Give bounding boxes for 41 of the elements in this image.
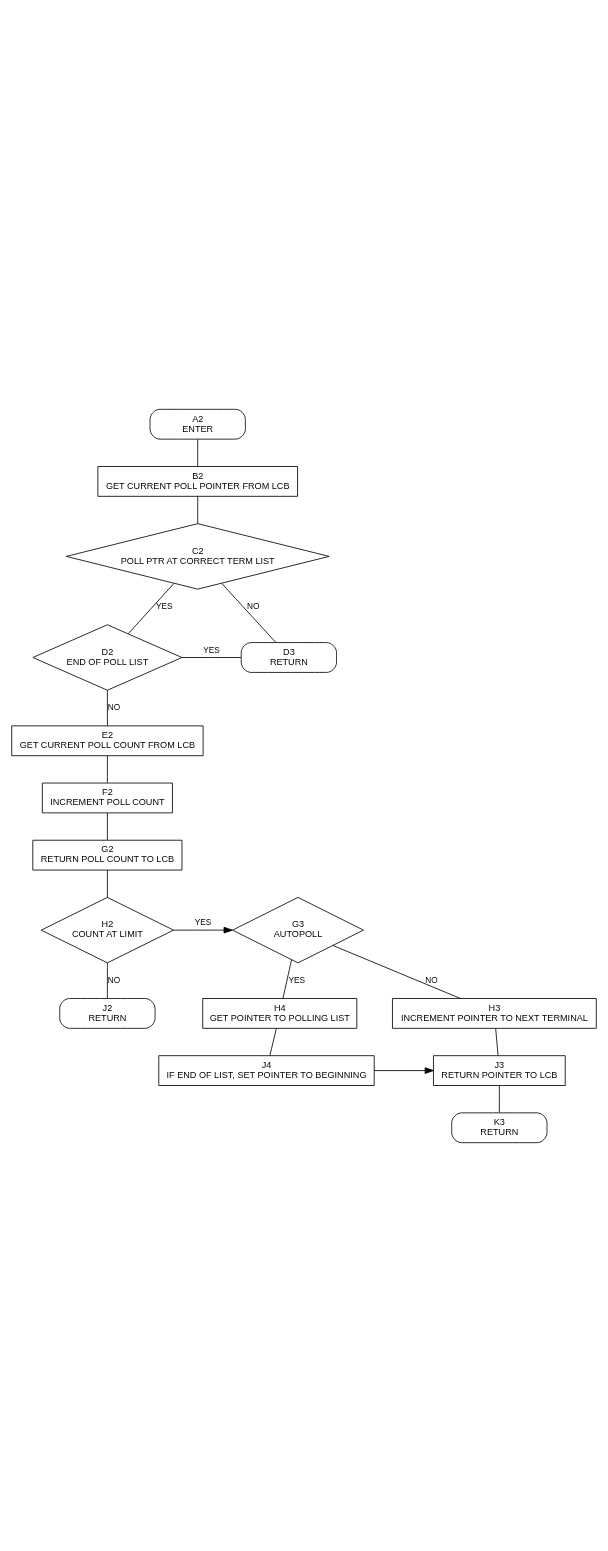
node-box: E2 GET CURRENT POLL COUNT FROM LCB bbox=[11, 724, 204, 756]
node-diamond: G3 AUTOPOLL bbox=[232, 896, 364, 963]
node-box: J2 RETURN bbox=[59, 997, 156, 1029]
node-diamond: H2 COUNT AT LIMIT bbox=[40, 896, 174, 963]
node-diamond: C2 POLL PTR AT CORRECT TERM LIST bbox=[65, 522, 330, 590]
connector bbox=[495, 1027, 499, 1056]
connector bbox=[107, 962, 108, 999]
node-box: A2 ENTER bbox=[149, 408, 246, 440]
connector bbox=[282, 958, 292, 999]
arrow bbox=[373, 1066, 434, 1074]
connector bbox=[221, 582, 277, 643]
connector bbox=[498, 1084, 500, 1113]
connector bbox=[332, 944, 461, 999]
node-box: G2 RETURN POLL COUNT TO LCB bbox=[32, 839, 183, 870]
edge-label: YES bbox=[288, 975, 306, 985]
edge-label: NO bbox=[247, 601, 260, 611]
edge-label: YES bbox=[155, 601, 173, 611]
node-box: K3 RETURN bbox=[451, 1111, 548, 1143]
node-box: B2 GET CURRENT POLL POINTER FROM LCB bbox=[97, 465, 298, 497]
node-box: J3 RETURN POINTER TO LCB bbox=[433, 1054, 566, 1086]
edge-label: NO bbox=[425, 975, 438, 985]
node-diamond: D2 END OF POLL LIST bbox=[32, 623, 183, 691]
edge-label: NO bbox=[107, 975, 121, 985]
node-box: F2 INCREMENT POLL COUNT bbox=[41, 782, 173, 813]
edge-label: NO bbox=[107, 702, 121, 712]
node-box: J4 IF END OF LIST, SET POINTER TO BEGINNING bbox=[158, 1054, 375, 1086]
arrow bbox=[173, 926, 233, 933]
node-box: H3 INCREMENT POINTER TO NEXT TERMINAL bbox=[392, 997, 597, 1029]
edge-label: YES bbox=[194, 917, 212, 927]
connector bbox=[197, 495, 199, 524]
connector bbox=[107, 689, 108, 726]
connector bbox=[197, 438, 199, 467]
edge-label: YES bbox=[203, 645, 220, 655]
connector bbox=[107, 869, 108, 898]
connector bbox=[107, 812, 108, 840]
connector bbox=[127, 582, 175, 634]
connector bbox=[269, 1027, 277, 1056]
connector bbox=[107, 755, 108, 783]
connector bbox=[181, 656, 242, 658]
node-box: D3 RETURN bbox=[240, 641, 337, 673]
node-box: H4 GET POINTER TO POLLING LIST bbox=[202, 997, 358, 1029]
